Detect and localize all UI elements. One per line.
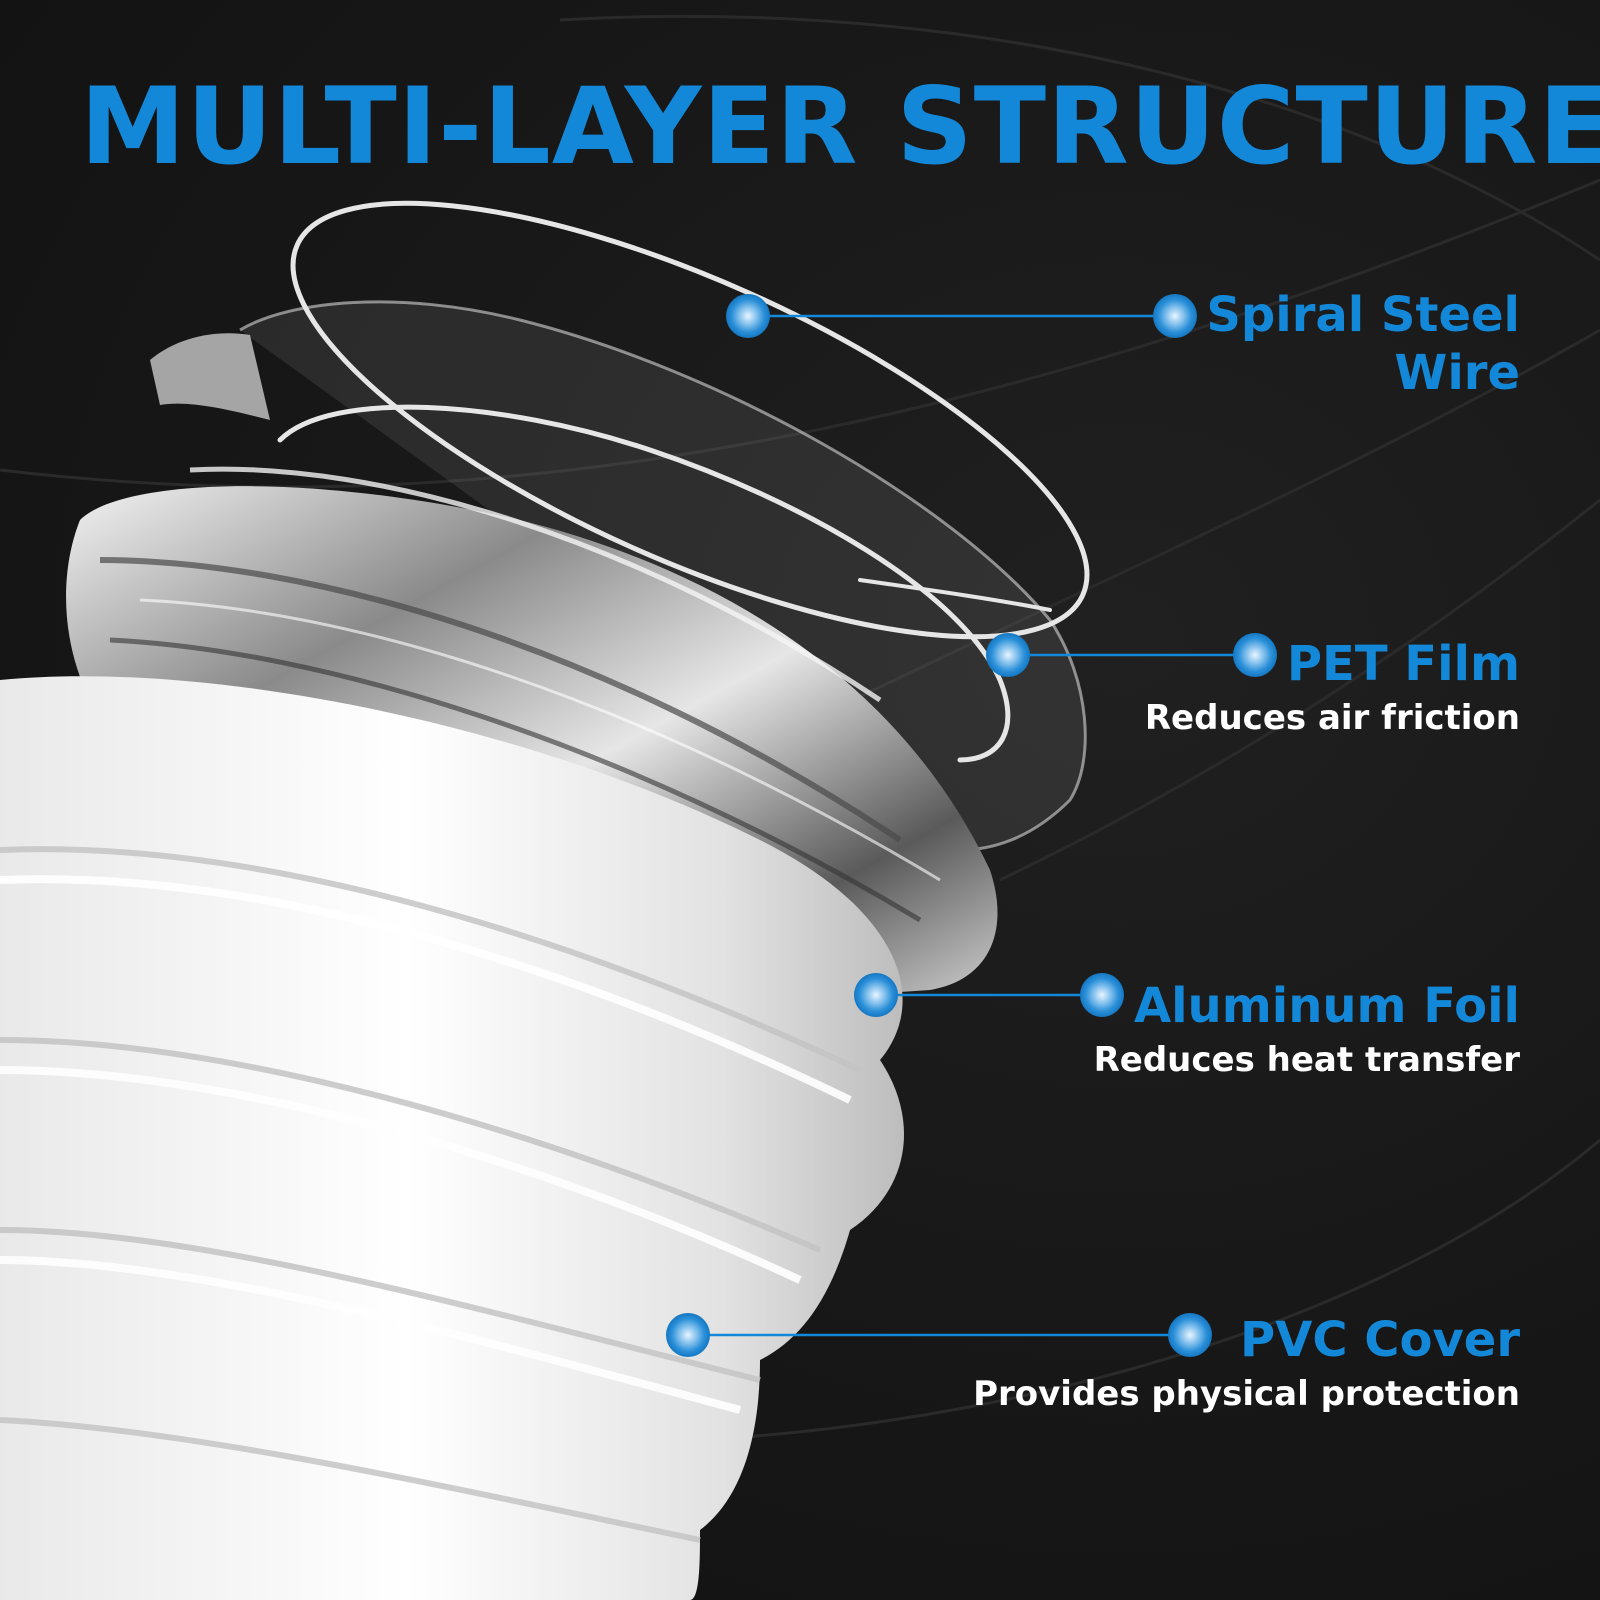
layer-name: Spiral Steel (1206, 287, 1520, 343)
callout-dot-foil-part (854, 973, 898, 1017)
layer-label-aluminum-foil: Aluminum Foil Reduces heat transfer (1094, 978, 1520, 1082)
layer-name: Aluminum Foil (1133, 978, 1520, 1034)
layer-name: PVC Cover (1240, 1312, 1520, 1368)
callout-dot-steel-part (726, 294, 770, 338)
layer-label-pvc-cover: PVC Cover Provides physical protection (973, 1312, 1520, 1416)
callout-dot-pvc-part (666, 1313, 710, 1357)
layer-name-line2: Wire (1394, 345, 1520, 401)
spiral-steel-wire-layer (277, 200, 1090, 763)
callout-dot-pvc-label (1168, 1313, 1212, 1357)
callout-lines (688, 314, 1234, 1337)
layer-label-steel-wire: Spiral Steel Wire (1206, 286, 1520, 402)
layer-name: PET Film (1286, 636, 1520, 692)
page-title: MULTI-LAYER STRUCTURE (80, 65, 1600, 188)
callout-dots (666, 294, 1277, 1357)
callout-dot-pet-part (986, 633, 1030, 677)
layer-description: Reduces heat transfer (1093, 1040, 1520, 1080)
layer-label-pet-film: PET Film Reduces air friction (1145, 636, 1520, 740)
layer-description: Reduces air friction (1144, 698, 1520, 738)
callout-dot-foil-label (1080, 973, 1124, 1017)
callout-dot-steel-label (1153, 294, 1197, 338)
callout-dot-pet-label (1233, 633, 1277, 677)
layer-description: Provides physical protection (973, 1374, 1520, 1414)
pvc-cover-layer (0, 676, 904, 1600)
